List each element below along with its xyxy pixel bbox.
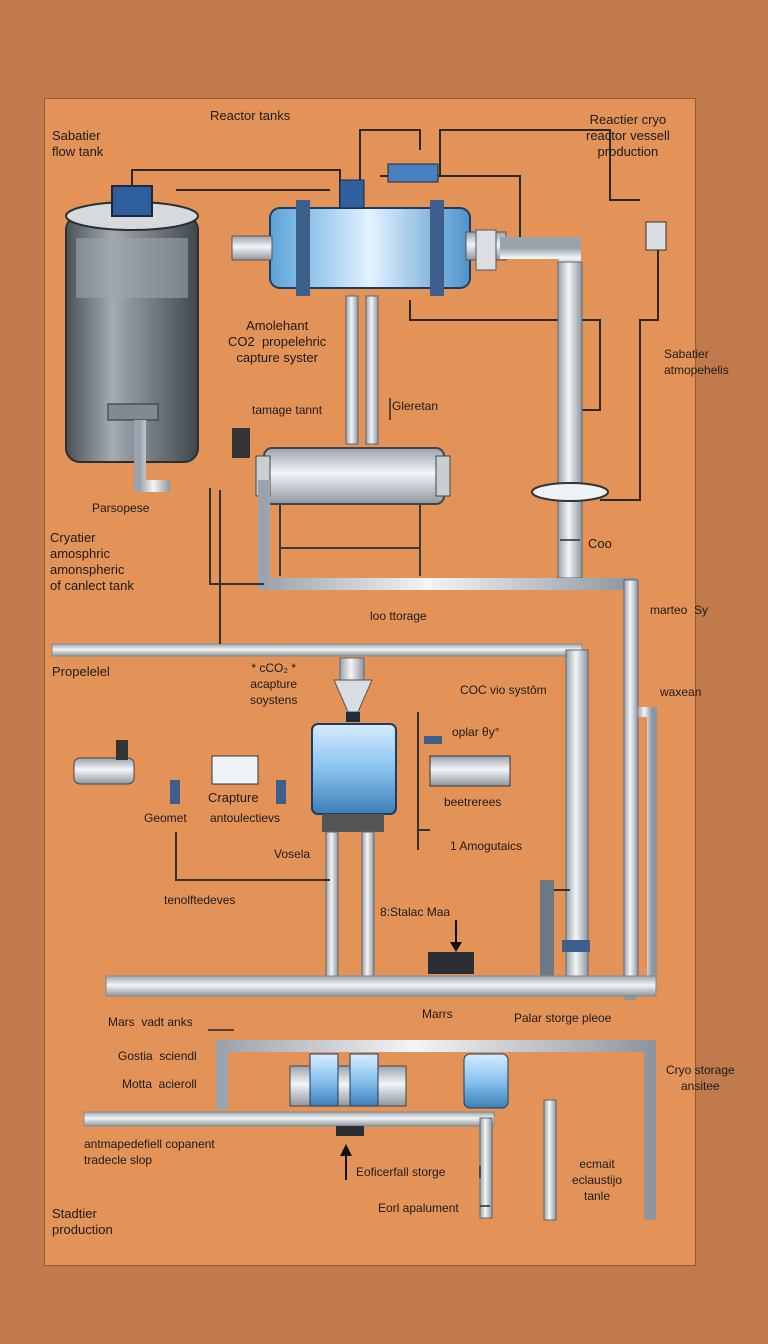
label-sabatier-atmos: Sabatier atmopehelis [664,347,729,377]
right-downcomers [562,579,657,983]
bottom-pump-group [289,1053,548,1180]
label-crapture: Crapture [208,790,259,805]
label-geomet: Geomet [144,811,187,825]
label-cryo-storage: Cryo storage ansitee [666,1063,735,1093]
label-coo: Coo [588,536,612,551]
label-amolehant: Amolehant CO2 propelehric capture syster [228,318,327,365]
label-motta: Motta acieroll [122,1077,197,1091]
label-mars-vadt-anks: Mars vadt anks [108,1015,193,1029]
leader-lines [208,398,580,1207]
label-eorl-apalument: Eorl apalument [378,1201,459,1215]
label-loo-ttorage: loo ttorage [370,609,427,623]
label-gostia: Gostia sciendl [118,1049,197,1063]
label-coc-vio-system: COC vio systôm [460,683,547,697]
right-riser-pipe [500,221,667,579]
label-co2-capture-systems: * cCO₂ * acapture soystens [250,661,298,707]
label-palar-storge-pleoe: Palar storge pleoe [514,1011,612,1025]
label-ecmait: ecmait eclaustijo tanle [572,1157,623,1203]
label-antmapedefiell: antmapedefiell copanent tradecle slop [84,1137,215,1167]
label-parsopese: Parsopese [92,501,150,515]
label-eoficerfall-storge: Eoficerfall storge [356,1165,446,1179]
left-feed-pipe [134,420,260,492]
compressor-line [70,740,312,804]
label-cryatier: Cryatier amosphric amonspheric of canlec… [50,530,134,593]
label-reactor-tanks: Reactor tanks [210,108,291,123]
label-gleretan: Gleretan [392,399,439,413]
label-waxean: waxean [660,685,702,699]
label-antoulectievs: antoulectievs [210,811,281,825]
label-stadtier-production: Stadtier production [52,1206,113,1237]
label-stalac-maa: 8:Stalac Maa [380,905,451,919]
label-sabatier-flow-tank: Sabatier flow tank [52,128,104,159]
co2-capture-unit [311,657,397,983]
label-tamage-tannt: tamage tannt [252,403,323,417]
header-pipe-lower [83,975,657,1221]
label-marteo: marteo Sy [650,603,709,617]
label-marrs: Marrs [422,1007,453,1021]
label-amogutaics: 1 Amogutaics [450,839,523,853]
label-vosela: Vosela [274,847,311,861]
label-propelelel: Propelelel [52,664,110,679]
label-beetrerees: beetrerees [444,795,502,809]
label-tenolftedeves: tenolftedeves [164,893,236,907]
oplar-line [175,712,566,881]
stalac-control-box [428,880,570,976]
label-reactier-cryo: Reactier cryo reactor vessell production [586,112,670,159]
reactor-vessel [231,163,507,296]
sabatier-flow-tank [65,185,199,463]
reactor-supports [345,295,379,445]
label-oplar: oplar θy° [452,725,500,739]
